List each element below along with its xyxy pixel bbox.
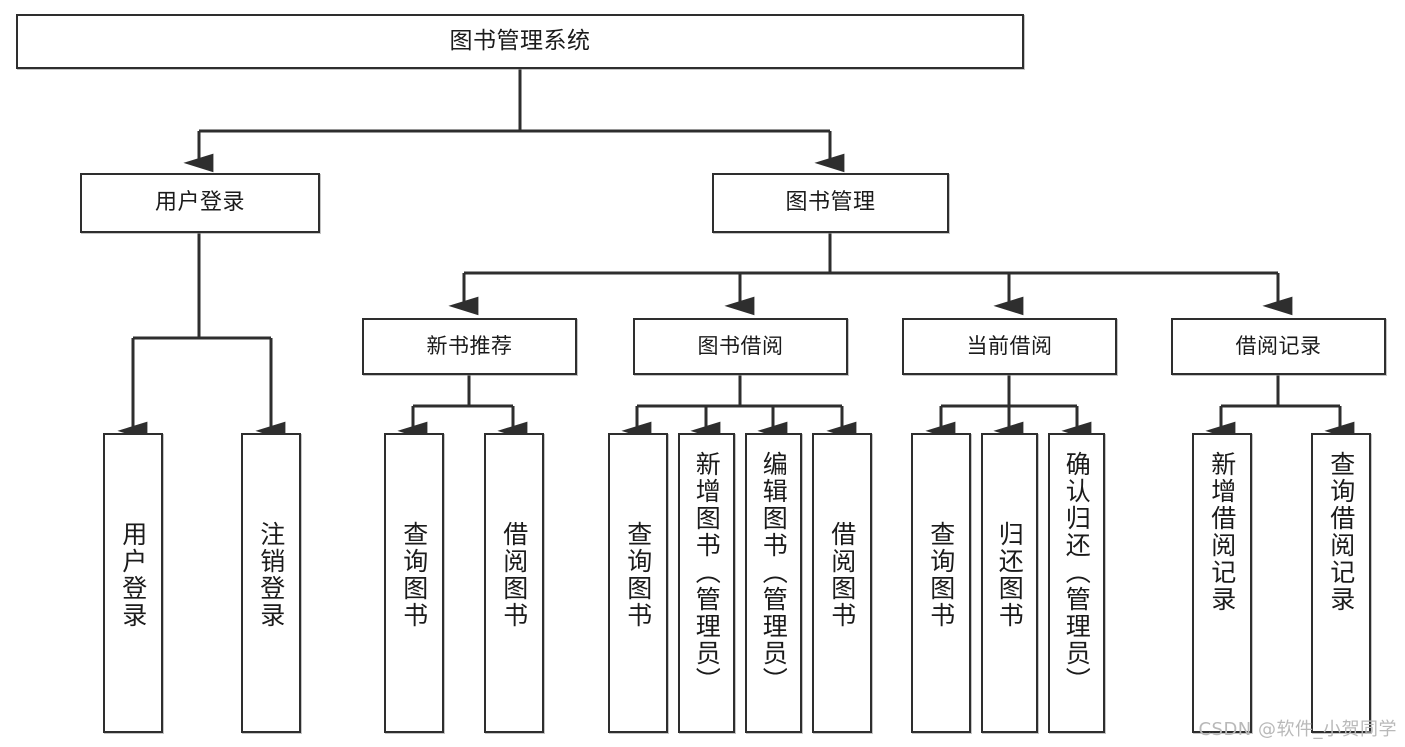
leaf-user-login-login[interactable]: 用户登录 bbox=[103, 433, 163, 733]
node-label: 新增图书（管理员） bbox=[692, 451, 722, 694]
leaf-borrow-record-add-record[interactable]: 新增借阅记录 bbox=[1192, 433, 1252, 733]
node-user-login[interactable]: 用户登录 bbox=[80, 173, 320, 233]
node-label: 编辑图书（管理员） bbox=[759, 451, 789, 694]
node-label: 用户登录 bbox=[154, 189, 245, 215]
node-current-borrow[interactable]: 当前借阅 bbox=[902, 318, 1117, 375]
node-label: 确认归还（管理员） bbox=[1062, 451, 1092, 694]
node-label: 当前借阅 bbox=[966, 333, 1053, 358]
node-label: 新书推荐 bbox=[426, 333, 513, 358]
leaf-book-borrow-borrow-book[interactable]: 借阅图书 bbox=[812, 433, 872, 733]
node-book-management[interactable]: 图书管理 bbox=[712, 173, 949, 233]
leaf-current-borrow-query-book[interactable]: 查询图书 bbox=[911, 433, 971, 733]
node-label: 图书借阅 bbox=[697, 333, 784, 358]
leaf-book-borrow-edit-book-admin[interactable]: 编辑图书（管理员） bbox=[745, 433, 802, 733]
csdn-watermark: CSDN @软件_小贺同学 bbox=[1198, 719, 1397, 740]
leaf-borrow-record-query-record[interactable]: 查询借阅记录 bbox=[1311, 433, 1371, 733]
leaf-new-book-query-book[interactable]: 查询图书 bbox=[384, 433, 444, 733]
leaf-current-borrow-confirm-return-admin[interactable]: 确认归还（管理员） bbox=[1048, 433, 1105, 733]
leaf-user-login-logout[interactable]: 注销登录 bbox=[241, 433, 301, 733]
node-book-borrow[interactable]: 图书借阅 bbox=[633, 318, 848, 375]
node-label: 查询图书 bbox=[926, 521, 956, 629]
node-label: 查询图书 bbox=[623, 521, 653, 629]
node-label: 借阅图书 bbox=[499, 521, 529, 629]
leaf-book-borrow-add-book-admin[interactable]: 新增图书（管理员） bbox=[678, 433, 735, 733]
node-label: 图书管理系统 bbox=[449, 27, 591, 54]
node-label: 归还图书 bbox=[995, 521, 1025, 629]
node-new-book-recommend[interactable]: 新书推荐 bbox=[362, 318, 577, 375]
leaf-book-borrow-query-book[interactable]: 查询图书 bbox=[608, 433, 668, 733]
leaf-current-borrow-return-book[interactable]: 归还图书 bbox=[981, 433, 1038, 733]
node-label: 图书管理 bbox=[785, 189, 876, 215]
node-root-book-management-system[interactable]: 图书管理系统 bbox=[16, 14, 1024, 69]
node-label: 注销登录 bbox=[256, 521, 286, 629]
node-label: 用户登录 bbox=[118, 521, 148, 629]
node-label: 查询借阅记录 bbox=[1326, 451, 1356, 613]
leaf-new-book-borrow-book[interactable]: 借阅图书 bbox=[484, 433, 544, 733]
node-label: 借阅图书 bbox=[827, 521, 857, 629]
node-label: 新增借阅记录 bbox=[1207, 451, 1237, 613]
node-label: 借阅记录 bbox=[1235, 333, 1322, 358]
node-label: 查询图书 bbox=[399, 521, 429, 629]
node-borrow-record[interactable]: 借阅记录 bbox=[1171, 318, 1386, 375]
